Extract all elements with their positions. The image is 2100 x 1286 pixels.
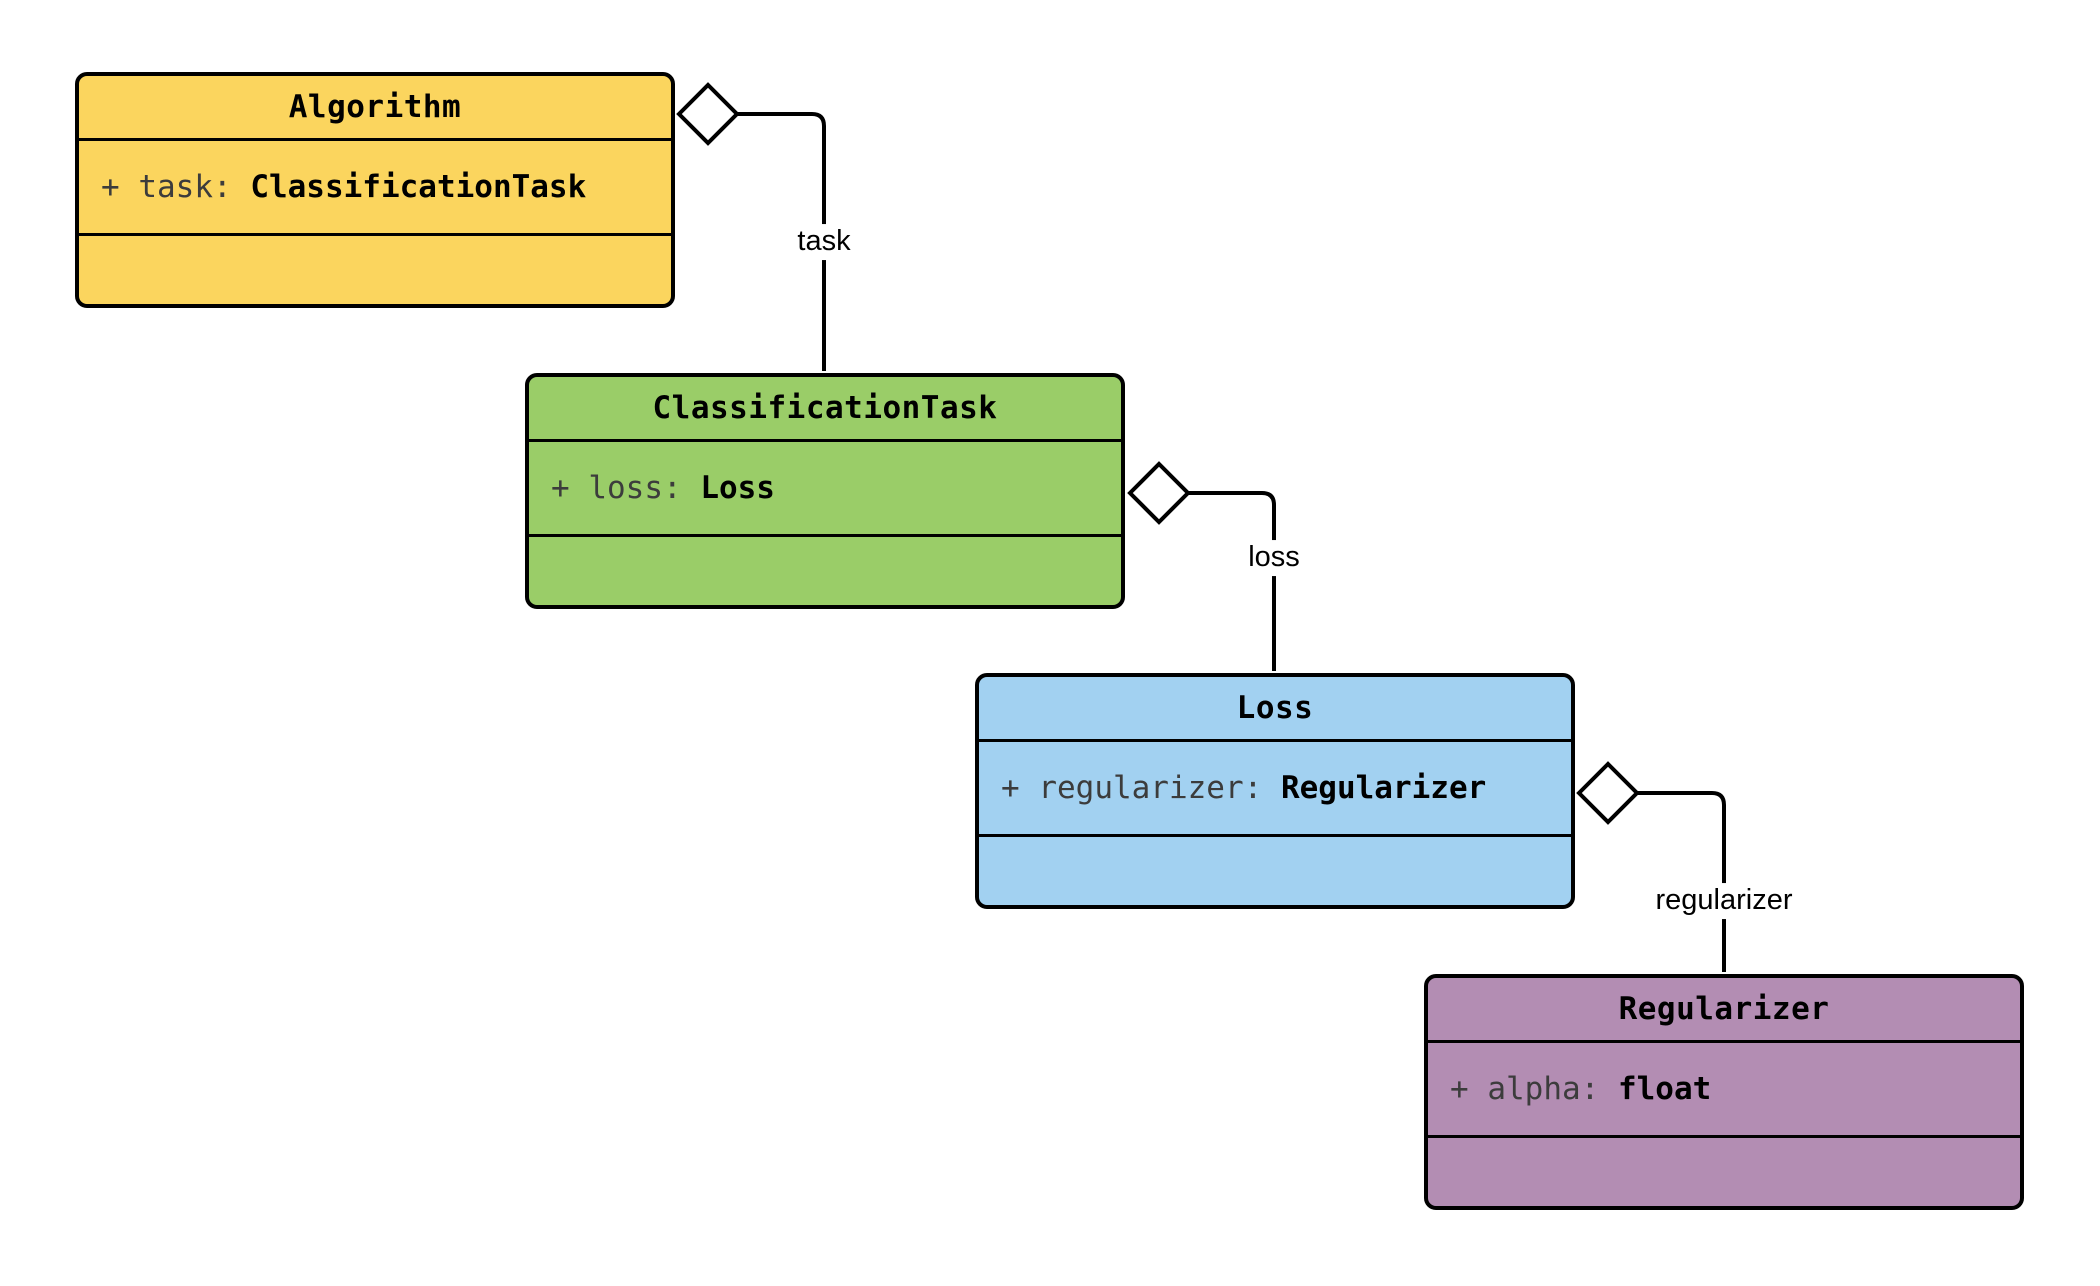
class-algorithm-attributes: + task: ClassificationTask (79, 141, 671, 236)
attribute-name: + alpha: (1450, 1071, 1618, 1107)
class-regularizer-title: Regularizer (1428, 978, 2020, 1043)
class-regularizer-methods-empty (1428, 1138, 2020, 1206)
class-algorithm-title: Algorithm (79, 76, 671, 141)
class-algorithm[interactable]: Algorithm + task: ClassificationTask (75, 72, 675, 308)
class-loss-attributes: + regularizer: Regularizer (979, 742, 1571, 837)
attribute-type: Regularizer (1280, 770, 1487, 806)
class-classificationtask-title: ClassificationTask (529, 377, 1121, 442)
attribute-type: ClassificationTask (250, 169, 587, 205)
class-loss-methods-empty (979, 837, 1571, 905)
edge-task[interactable] (737, 112, 826, 371)
attribute-name: + task: (101, 169, 251, 205)
attribute-name: + loss: (551, 470, 701, 506)
aggregation-diamond-loss[interactable] (1127, 461, 1191, 525)
class-classificationtask-methods-empty (529, 537, 1121, 605)
attribute-name: + regularizer: (1001, 770, 1281, 806)
attribute-type: Loss (700, 470, 775, 506)
class-loss-title: Loss (979, 677, 1571, 742)
class-loss[interactable]: Loss + regularizer: Regularizer (975, 673, 1575, 909)
attribute-type: float (1617, 1071, 1712, 1107)
edge-regularizer[interactable] (1637, 791, 1726, 972)
aggregation-diamond-task[interactable] (676, 82, 740, 146)
class-classificationtask-attributes: + loss: Loss (529, 442, 1121, 537)
edge-label-loss: loss (1242, 540, 1306, 576)
class-regularizer-attributes: + alpha: float (1428, 1043, 2020, 1138)
class-algorithm-methods-empty (79, 236, 671, 304)
edge-label-regularizer: regularizer (1649, 883, 1799, 919)
class-regularizer[interactable]: Regularizer + alpha: float (1424, 974, 2024, 1210)
aggregation-diamond-regularizer[interactable] (1576, 761, 1640, 825)
class-classificationtask[interactable]: ClassificationTask + loss: Loss (525, 373, 1125, 609)
edge-label-task: task (791, 224, 857, 260)
edge-loss[interactable] (1188, 491, 1276, 671)
